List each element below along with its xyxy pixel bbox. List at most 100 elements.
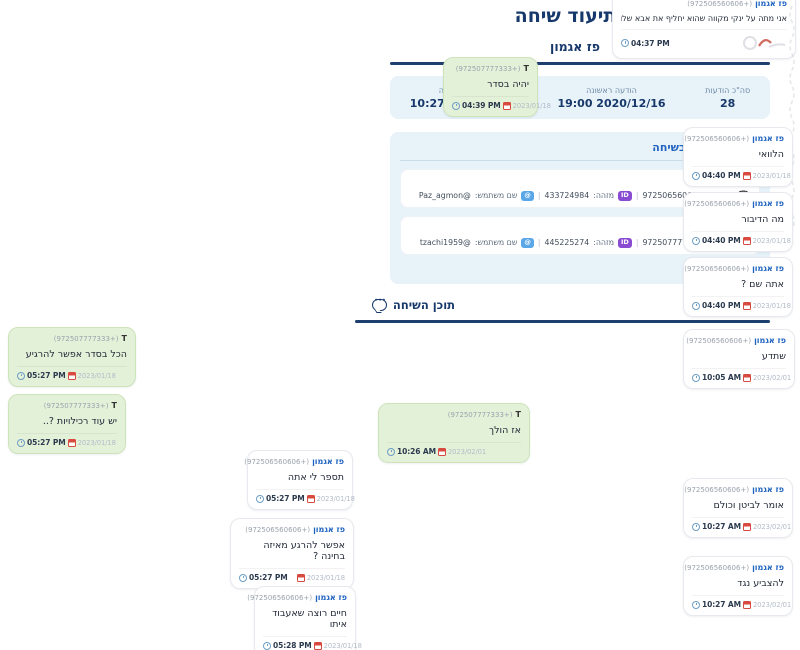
sender-name: פז אגמון xyxy=(755,0,787,8)
clock-icon xyxy=(387,447,395,456)
message-time: 04:40 PM xyxy=(702,171,741,180)
username-value: @tzachi1959 xyxy=(419,238,471,248)
page-subtitle: פז אגמון xyxy=(550,39,600,54)
sender-name: פז אגמון xyxy=(752,199,784,208)
message-time: 05:27 PM xyxy=(249,573,288,582)
id-label: מזהה: xyxy=(593,191,614,201)
chat-message-bubble: T (+972507777333) יהיה בסדר 04:39 PM 202… xyxy=(443,57,551,117)
message-time-row: 05:27 PM 2023/01/18 xyxy=(17,366,127,380)
clock-icon xyxy=(692,301,700,310)
sender-phone: (+972507777333) xyxy=(43,402,109,410)
calendar-icon xyxy=(437,447,446,456)
message-time: 04:37 PM xyxy=(631,38,670,48)
message-text: להצביע נגד xyxy=(737,578,784,589)
chat-message-bubble: פז אגמון (+972506560606) חיים רוצה שאעבו… xyxy=(247,586,362,650)
message-date: 2023/02/01 xyxy=(752,373,792,382)
clock-icon xyxy=(256,494,264,503)
message-text: הלוואי xyxy=(758,149,784,160)
message-date: 2023/01/18 xyxy=(323,641,362,650)
message-time: 10:05 AM xyxy=(702,373,741,382)
message-date: 2023/01/18 xyxy=(752,301,791,310)
speech-bubble-icon xyxy=(371,296,387,311)
message-text: יהיה בסדר xyxy=(487,79,529,90)
clock-icon xyxy=(692,171,700,180)
message-header: פז אגמון (+972506560606) xyxy=(247,593,347,602)
message-date: 2023/01/18 xyxy=(752,171,791,180)
sender-phone: (+972506560606) xyxy=(247,594,313,602)
message-time: 04:40 PM xyxy=(702,301,741,310)
sender-phone: (+972506560606) xyxy=(684,265,750,273)
calendar-icon xyxy=(742,301,751,310)
username-label: שם משתמש: xyxy=(474,238,518,248)
username-badge-icon: @ xyxy=(521,237,534,248)
stat-label: הודעה ראשונה xyxy=(586,85,637,95)
sender-phone: (+972506560606) xyxy=(684,135,750,143)
id-badge-icon: ID xyxy=(618,191,632,201)
calendar-icon xyxy=(742,236,751,245)
message-date: 2023/02/01 xyxy=(752,522,792,531)
message-header: פז אגמון (+972506560606) xyxy=(684,264,784,273)
message-time-row: 05:28 PM 2023/01/18 xyxy=(263,636,362,650)
clock-icon xyxy=(621,39,629,47)
message-header: פז אגמון (+972506560606) xyxy=(684,485,784,494)
message-text: אפשר להרגע מאיזה בחינה ? xyxy=(263,540,345,562)
sender-phone: (+972506560606) xyxy=(245,526,311,534)
clock-icon xyxy=(692,522,700,531)
message-header: פז אגמון (+972506560606) xyxy=(239,525,345,534)
message-time: 05:27 PM xyxy=(27,438,66,447)
chat-message-bubble: פז אגמון (+972506560606) אומר לביטן וכול… xyxy=(683,478,793,538)
chat-message-bubble: T (+972507777333) הכל בסדר אפשר להרגיע 0… xyxy=(8,327,136,387)
sender-name: פז אגמון xyxy=(754,336,786,345)
header-divider xyxy=(390,62,770,65)
chat-message-bubble: פז אגמון (+972506560606) הלוואי 04:40 PM… xyxy=(683,127,793,187)
message-header: T (+972507777333) xyxy=(17,334,127,343)
separator: | xyxy=(635,191,639,201)
message-text: תספר לי אתה xyxy=(287,472,344,483)
chat-message-bubble: T (+972507777333) אז הולך 10:26 AM 2023/… xyxy=(378,403,530,463)
username-badge-icon: @ xyxy=(521,191,534,201)
message-time-row: 10:26 AM 2023/02/01 xyxy=(387,442,521,456)
id-value: 445225274 xyxy=(544,238,590,248)
sender-name: פז אגמון xyxy=(752,134,784,143)
message-time: 04:40 PM xyxy=(702,236,741,245)
sender-name: פז אגמון xyxy=(752,563,784,572)
page-title-text: תיעוד שיחה xyxy=(514,5,617,27)
message-time: 05:27 PM xyxy=(27,371,66,380)
sender-phone: (+972507777333) xyxy=(447,411,513,419)
clock-icon xyxy=(239,573,247,582)
message-date: 2023/02/01 xyxy=(752,600,792,609)
sender-name: פז אגמון xyxy=(313,525,345,534)
message-time: 04:39 PM xyxy=(462,101,501,110)
separator: | xyxy=(537,238,541,248)
sender-phone: (+972506560606) xyxy=(684,200,750,208)
message-time-row: 04:37 PM xyxy=(621,29,787,52)
message-text: אני מתה על ינקי מקווה שהוא יחליף את אבא … xyxy=(621,14,787,23)
chat-message-bubble: פז אגמון (+972506560606) להצביע נגד 10:2… xyxy=(683,556,793,616)
message-time-row: 05:27 PM 2023/01/18 xyxy=(17,433,117,447)
message-time-row: 05:27 PM 2023/01/18 xyxy=(256,489,355,503)
calendar-icon xyxy=(742,522,751,531)
message-header: פז אגמון (+972506560606) xyxy=(621,0,787,8)
message-text: אומר לביטן וכולם xyxy=(713,500,784,511)
sender-name: פז אגמון xyxy=(312,457,344,466)
message-header: פז אגמון (+972506560606) xyxy=(684,134,784,143)
message-time-row: 05:27 PM 2023/01/18 xyxy=(239,568,345,582)
sender-phone: (+972506560606) xyxy=(687,0,753,8)
clock-icon xyxy=(692,236,700,245)
sender-name: פז אגמון xyxy=(752,485,784,494)
separator: | xyxy=(635,238,639,248)
username-label: שם משתמש: xyxy=(474,191,518,201)
watermark xyxy=(743,36,786,50)
clock-icon xyxy=(17,438,25,447)
sender-name: T xyxy=(121,334,127,343)
message-time: 10:27 AM xyxy=(702,522,741,531)
clock-icon xyxy=(17,371,25,380)
chat-message-bubble: פז אגמון (+972506560606) אפשר להרגע מאיז… xyxy=(230,518,354,589)
calendar-icon xyxy=(296,573,305,582)
sender-phone: (+972506560606) xyxy=(244,458,310,466)
sender-name: T xyxy=(111,401,117,410)
calendar-icon xyxy=(742,373,751,382)
message-header: T (+972507777333) xyxy=(452,64,529,73)
clock-icon xyxy=(692,600,700,609)
